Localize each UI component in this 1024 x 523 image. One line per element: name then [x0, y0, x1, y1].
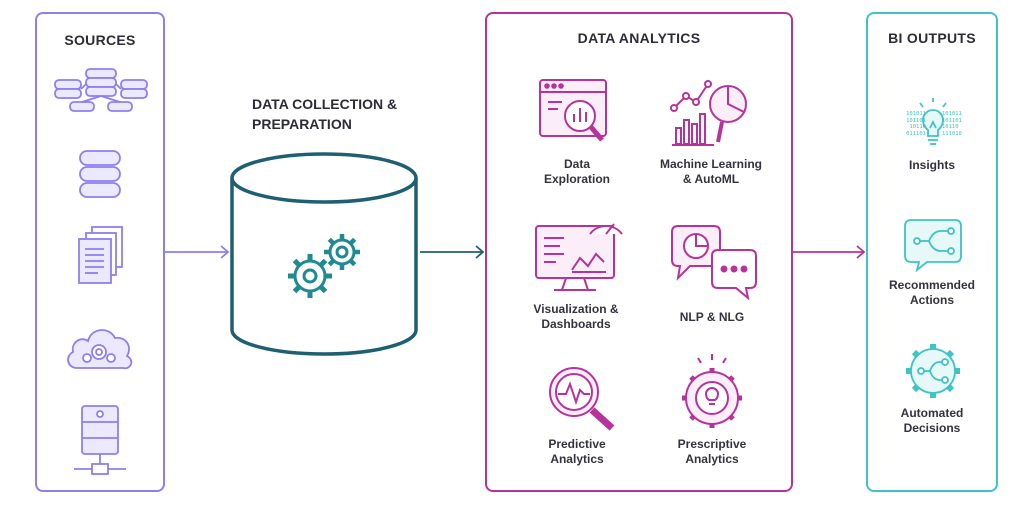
- analytics-item-line1: Prescriptive: [677, 437, 747, 451]
- server-network-icon: [72, 402, 128, 480]
- lightbulb-binary-icon: [890, 98, 976, 150]
- analytics-panel: DATA ANALYTICS: [485, 12, 793, 492]
- collection-title-line2: PREPARATION: [252, 116, 352, 132]
- analytics-item-label: Data Exploration: [522, 157, 632, 187]
- documents-icon: [76, 224, 126, 286]
- analytics-item-line2: & AutoML: [682, 172, 740, 186]
- analytics-item-line2: Dashboards: [541, 317, 611, 331]
- binary-right-text: 101011 101101 10110 111010: [942, 111, 976, 137]
- analytics-item-label: Prescriptive Analytics: [656, 437, 768, 467]
- binary-row: 10110: [942, 124, 959, 130]
- outputs-item-line1: Automated: [900, 406, 964, 420]
- data-cylinder: [228, 150, 420, 358]
- magnifier-pulse-icon: [546, 364, 618, 434]
- analytics-item-line1: Data: [563, 157, 590, 171]
- outputs-panel: BI OUTPUTS: [866, 12, 998, 492]
- binary-row: 101101: [942, 117, 962, 124]
- analytics-title: DATA ANALYTICS: [577, 30, 701, 46]
- analytics-item-label: Visualization & Dashboards: [516, 302, 636, 332]
- analytics-item-line2: Analytics: [685, 452, 739, 466]
- gears-icon: [282, 228, 370, 308]
- analytics-item-label: Predictive Analytics: [522, 437, 632, 467]
- outputs-item-line2: Decisions: [903, 421, 961, 435]
- gear-bulb-icon: [674, 352, 750, 432]
- binary-row: 011101: [906, 130, 926, 137]
- database-network-icon: [52, 66, 150, 116]
- analytics-item-line1: Predictive: [548, 437, 606, 451]
- analytics-item-label: Machine Learning & AutoML: [646, 157, 776, 187]
- outputs-item-line1: Recommended: [888, 278, 976, 292]
- sources-title: SOURCES: [64, 32, 136, 48]
- binary-row: 10110: [909, 124, 926, 130]
- gear-flow-icon: [902, 340, 964, 402]
- outputs-item-label: Insights: [876, 158, 988, 173]
- dashboard-monitor-icon: [534, 216, 626, 298]
- analytics-item-line2: Exploration: [543, 172, 610, 186]
- chat-bubbles-icon: [668, 224, 760, 300]
- binary-row: 111010: [942, 130, 962, 137]
- binary-row: 101101: [906, 117, 926, 124]
- arrow-collection-to-analytics: [420, 245, 486, 259]
- binary-row: 101011: [942, 111, 962, 117]
- arrow-sources-to-collection: [165, 245, 231, 259]
- decision-chat-icon: [903, 218, 963, 272]
- outputs-item-line2: Actions: [909, 293, 954, 307]
- analytics-item-label: NLP & NLG: [662, 310, 762, 325]
- outputs-item-line1: Insights: [908, 158, 955, 172]
- analytics-item-line1: Machine Learning: [659, 157, 763, 171]
- analytics-item-line1: Visualization &: [533, 302, 619, 316]
- outputs-item-label: Automated Decisions: [876, 406, 988, 436]
- collection-title-line1: DATA COLLECTION &: [252, 96, 398, 112]
- chart-magnifier-icon: [670, 74, 754, 150]
- binary-row: 101011: [906, 111, 926, 117]
- analytics-item-line1: NLP & NLG: [679, 310, 745, 324]
- browser-magnifier-icon: [538, 78, 618, 150]
- cloud-gear-icon: [63, 316, 137, 376]
- sources-panel: SOURCES: [35, 12, 165, 492]
- database-icon: [76, 147, 124, 201]
- binary-left-text: 101011 101101 10110 011101: [892, 111, 926, 137]
- outputs-item-label: Recommended Actions: [876, 278, 988, 308]
- arrow-analytics-to-outputs: [793, 245, 867, 259]
- analytics-item-line2: Analytics: [550, 452, 604, 466]
- outputs-title: BI OUTPUTS: [888, 30, 976, 46]
